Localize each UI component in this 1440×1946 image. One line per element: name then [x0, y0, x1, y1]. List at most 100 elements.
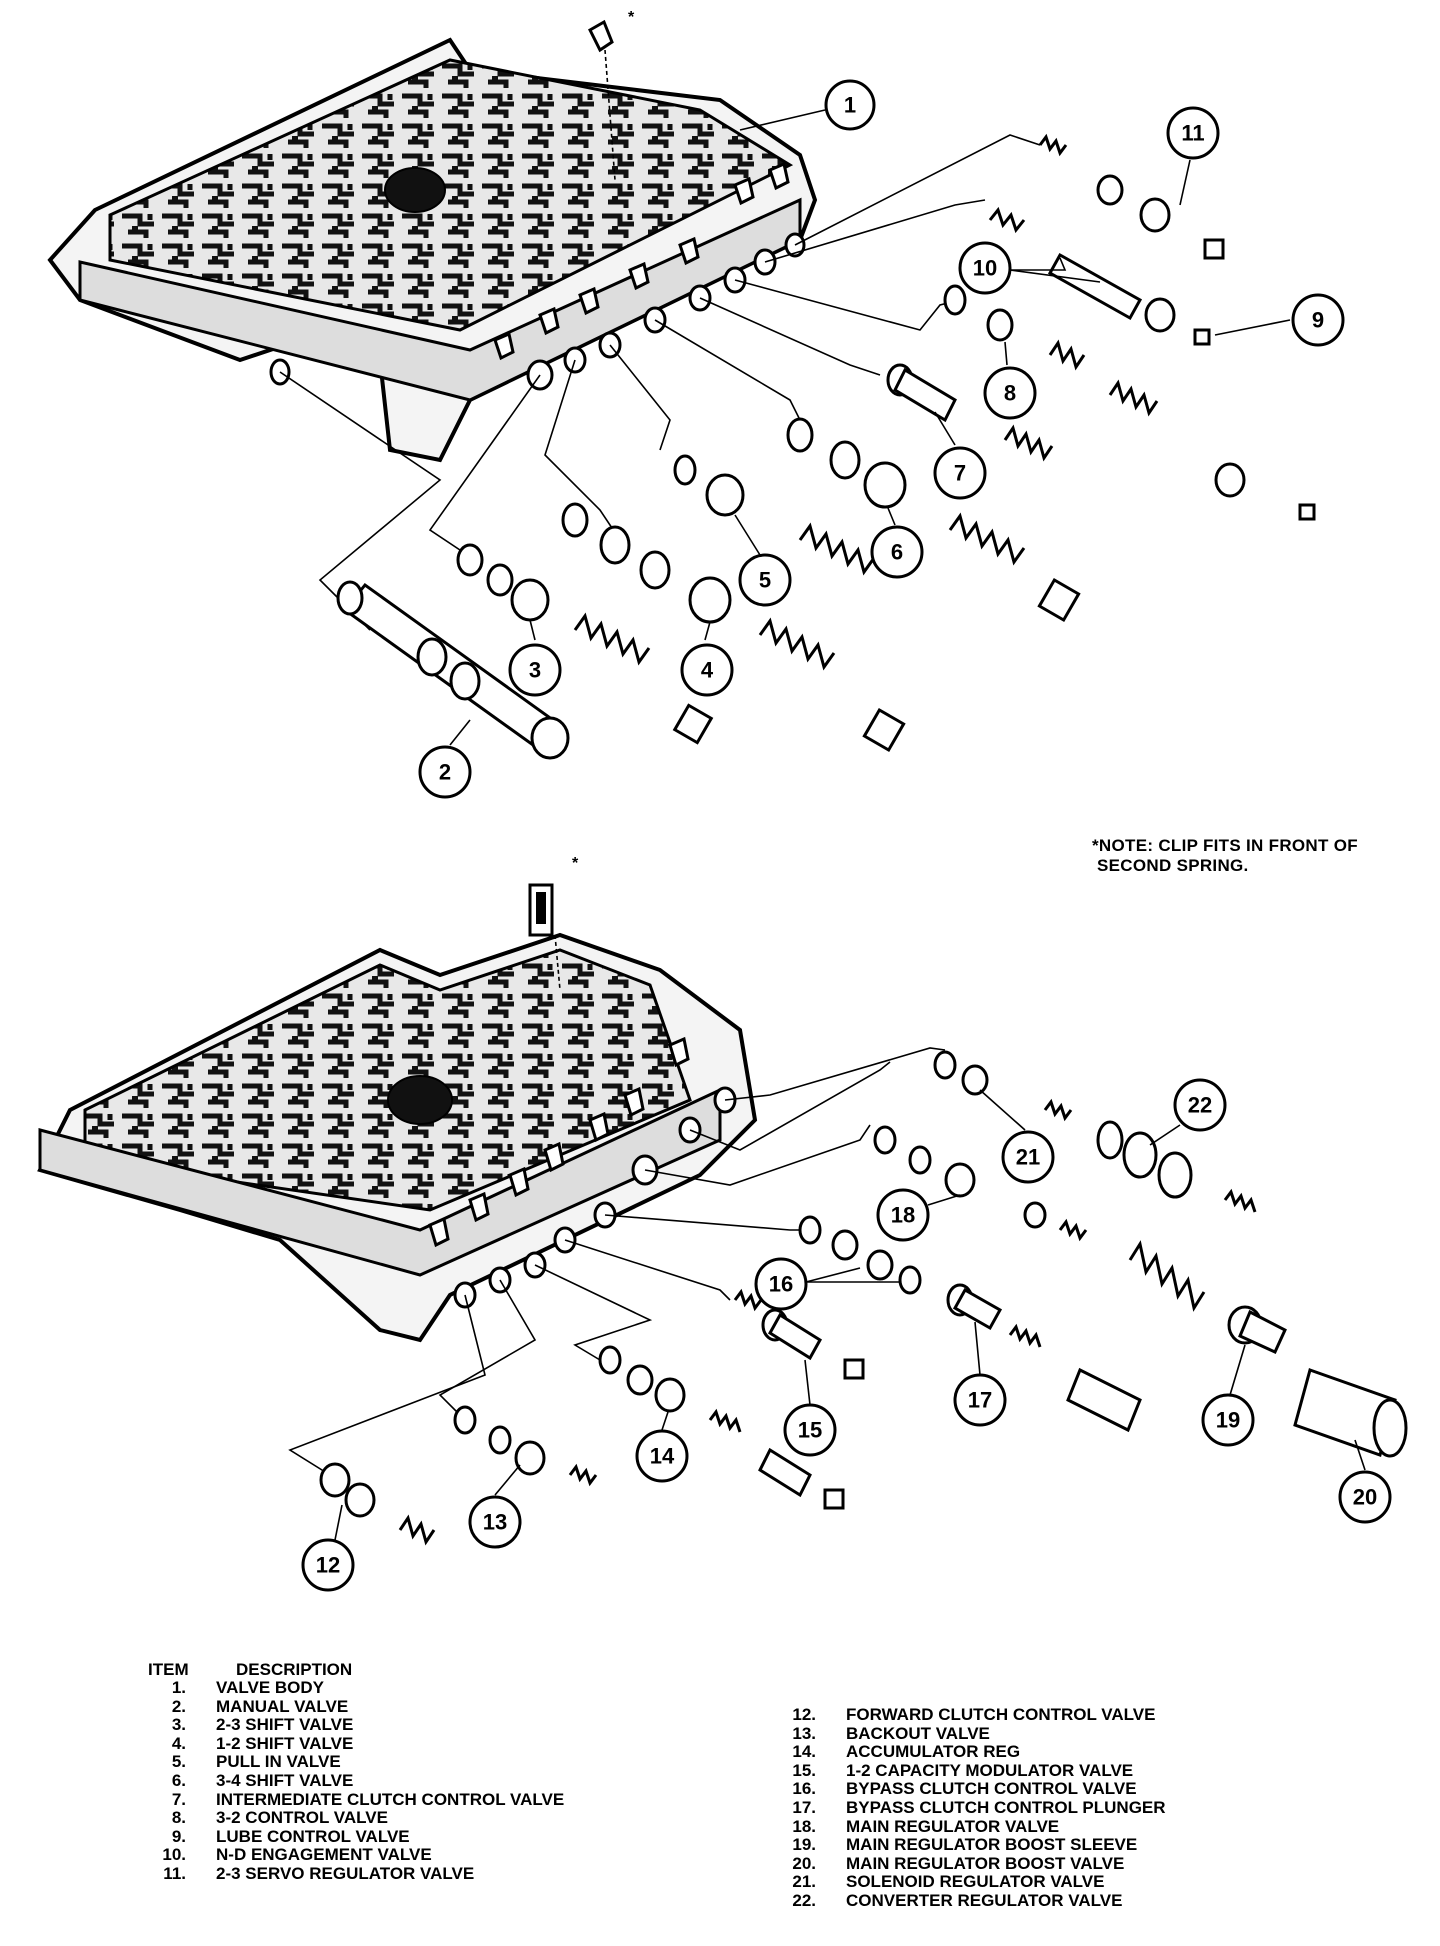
- legend-row: 9.LUBE CONTROL VALVE: [130, 1826, 564, 1847]
- legend-item-description: MAIN REGULATOR VALVE: [846, 1816, 1060, 1836]
- legend-description-header: DESCRIPTION: [236, 1660, 353, 1679]
- legend-item-number: 3.: [171, 1715, 186, 1735]
- part-8-3-2-control-valve: [943, 284, 1316, 521]
- callout-14: 14: [635, 1411, 689, 1483]
- part-5-pull-in-valve: [673, 454, 876, 576]
- callout-7: 7: [933, 411, 987, 500]
- legend-item-description: 3-4 SHIFT VALVE: [216, 1770, 354, 1790]
- callout-13: 13: [468, 1464, 522, 1549]
- legend-item-number: 10.: [162, 1845, 186, 1865]
- svg-text:21: 21: [1016, 1145, 1040, 1170]
- legend-item-number: 16.: [792, 1779, 816, 1799]
- svg-text:1: 1: [844, 93, 856, 118]
- callout-22: 22: [1149, 1078, 1227, 1146]
- legend-item-description: MANUAL VALVE: [216, 1696, 349, 1716]
- callout-6: 6: [870, 507, 924, 579]
- bottom-clip-icon: [528, 883, 561, 991]
- legend-item-number: 9.: [171, 1826, 186, 1846]
- top-clip-icon: [588, 19, 616, 181]
- legend-row: 8. 3-2 CONTROL VALVE: [130, 1808, 564, 1828]
- part-19-main-regulator-boost-sleeve: [1128, 1240, 1287, 1354]
- legend-item-number: 1.: [171, 1678, 186, 1697]
- svg-text:19: 19: [1216, 1408, 1240, 1433]
- legend-item-description: ACCUMULATOR REG: [846, 1742, 1021, 1762]
- part-16-bypass-clutch-control-valve: [798, 1215, 922, 1295]
- legend-right-column: 12. FORWARD CLUTCH CONTROL VALVE 13.BACKO…: [760, 1705, 1166, 1911]
- callout-12: 12: [301, 1504, 355, 1592]
- svg-text:5: 5: [759, 568, 771, 593]
- part-22-converter-regulator-valve: [1096, 1120, 1257, 1213]
- part-21-solenoid-regulator-valve: [933, 1050, 1073, 1122]
- legend-row: 16. BYPASS CLUTCH CONTROL VALVE: [760, 1780, 1166, 1799]
- legend-row: 2.MANUAL VALVE: [130, 1696, 564, 1717]
- svg-text:16: 16: [769, 1272, 793, 1297]
- svg-text:17: 17: [968, 1388, 992, 1413]
- part-7-intermediate-clutch-control-valve: [886, 363, 1054, 462]
- svg-text:15: 15: [798, 1418, 822, 1443]
- top-body-port-holes: [269, 232, 806, 391]
- part-13-backout-valve: [453, 1405, 598, 1487]
- legend-row: 22.CONVERTER REGULATOR VALVE: [760, 1890, 1166, 1911]
- valve-body-bottom: [37, 932, 758, 1343]
- callout-5: 5: [734, 514, 792, 607]
- legend-item-description: BYPASS CLUTCH CONTROL PLUNGER: [846, 1797, 1166, 1817]
- legend-item-number: 12.: [792, 1705, 816, 1724]
- legend-row: 20. MAIN REGULATOR BOOST VALVE: [760, 1853, 1166, 1874]
- legend-item-number: 22.: [792, 1890, 816, 1910]
- legend-row: 7.INTERMEDIATE CLUTCH CONTROL VALVE: [130, 1790, 564, 1810]
- top-body-retainer-clips: [493, 161, 790, 361]
- legend-item-number: 20.: [792, 1853, 816, 1873]
- svg-text:3: 3: [529, 658, 541, 683]
- top-leader-lines: [279, 134, 1041, 631]
- legend-item-description: 2-3 SHIFT VALVE: [216, 1715, 354, 1735]
- legend-item-description: BACKOUT VALVE: [846, 1723, 990, 1743]
- part-6-3-4-shift-valve: [786, 417, 1081, 623]
- legend-item-number: 15.: [792, 1760, 816, 1780]
- part-12-forward-clutch-control-valve: [319, 1462, 436, 1546]
- legend-item-description: PULL IN VALVE: [216, 1752, 341, 1772]
- legend-item-number: 4.: [171, 1733, 186, 1753]
- svg-text:12: 12: [316, 1553, 340, 1578]
- part-3-2-3-shift-valve: [456, 543, 714, 745]
- legend-left-column: 1.VALVE BODY 2.MANUAL VALVE 3.2-3 SHIFT …: [130, 1678, 564, 1884]
- svg-text:4: 4: [701, 658, 714, 683]
- part-17-bypass-clutch-control-plunger: [946, 1283, 1142, 1433]
- callout-19: 19: [1201, 1344, 1255, 1447]
- legend-row: 21.SOLENOID REGULATOR VALVE: [760, 1873, 1166, 1892]
- part-14-accumulator-reg: [598, 1345, 845, 1510]
- svg-text:11: 11: [1181, 121, 1204, 146]
- valve-body-diagram: *: [37, 9, 1408, 1592]
- callout-8: 8: [983, 341, 1037, 420]
- legend-item-description: SOLENOID REGULATOR VALVE: [846, 1872, 1105, 1892]
- legend-item-number: 18.: [792, 1816, 816, 1836]
- legend-item-description: 3-2 CONTROL VALVE: [216, 1808, 388, 1828]
- legend-item-description: 2-3 SERVO REGULATOR VALVE: [216, 1863, 475, 1883]
- legend-row: 11.2-3 SERVO REGULATOR VALVE: [130, 1863, 564, 1884]
- legend-row: 18. MAIN REGULATOR VALVE: [760, 1816, 1166, 1837]
- legend-item-description: MAIN REGULATOR BOOST VALVE: [846, 1853, 1125, 1873]
- svg-text:18: 18: [891, 1203, 915, 1228]
- legend-item-number: 5.: [171, 1752, 186, 1772]
- legend-row: 10.N-D ENGAGEMENT VALVE: [130, 1846, 564, 1865]
- callout-4: 4: [680, 621, 734, 697]
- legend-item-number: 8.: [171, 1808, 186, 1828]
- callout-10: 10: [958, 241, 1101, 295]
- svg-text:7: 7: [954, 461, 966, 486]
- part-15-1-2-capacity-modulator-valve: [733, 1288, 865, 1380]
- callout-3: 3: [508, 619, 562, 697]
- legend-row: 3. 2-3 SHIFT VALVE: [130, 1715, 564, 1735]
- callout-1: 1: [739, 79, 876, 131]
- legend-row: 5. PULL IN VALVE: [130, 1753, 564, 1772]
- legend-row: 6.3-4 SHIFT VALVE: [130, 1770, 564, 1791]
- legend-row: 14.ACCUMULATOR REG: [760, 1742, 1166, 1762]
- bottom-note-star: *: [572, 855, 579, 872]
- legend-row: 13.BACKOUT VALVE: [760, 1723, 1166, 1744]
- legend-item-description: BYPASS CLUTCH CONTROL VALVE: [846, 1779, 1137, 1799]
- callout-9: 9: [1214, 293, 1345, 347]
- svg-text:14: 14: [650, 1444, 675, 1469]
- callout-15: 15: [783, 1359, 837, 1457]
- svg-text:22: 22: [1188, 1093, 1212, 1118]
- parts-legend: ITEM DESCRIPTION 1.VALVE BODY 2.MANUAL V…: [0, 1660, 1440, 1940]
- legend-item-description: FORWARD CLUTCH CONTROL VALVE: [846, 1705, 1156, 1724]
- callout-11: 11: [1166, 106, 1220, 206]
